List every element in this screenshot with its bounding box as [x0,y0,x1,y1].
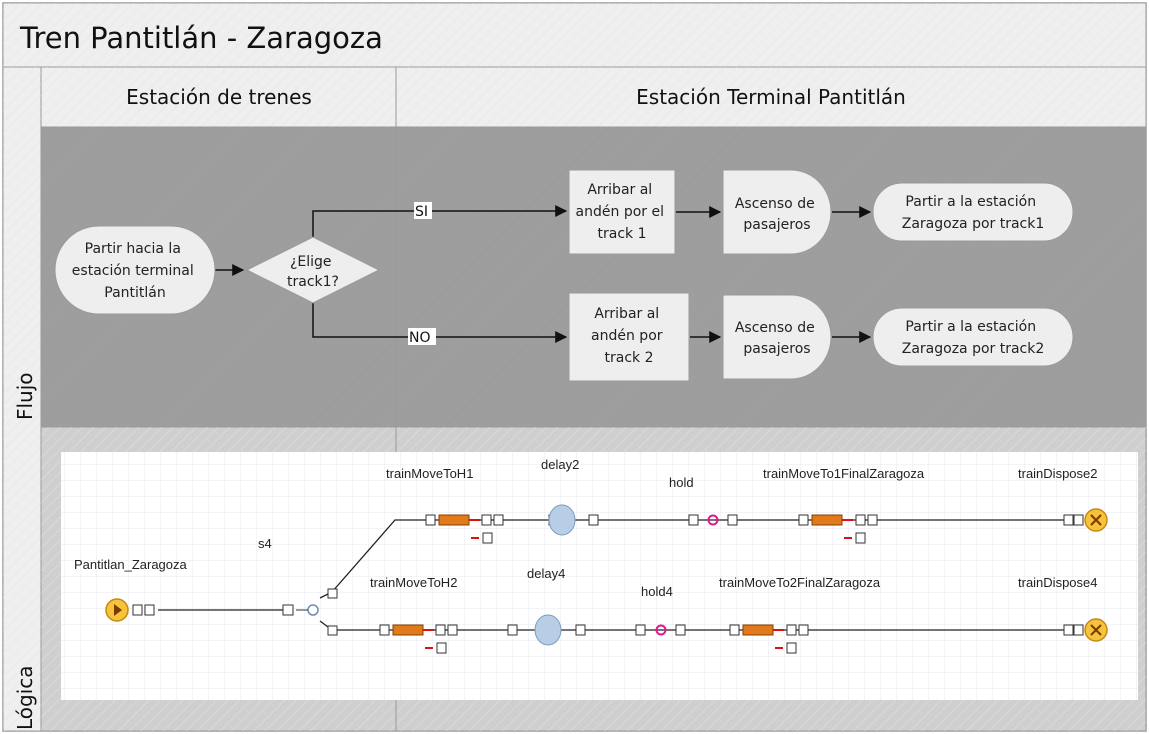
logic-top-delay-label: delay2 [541,457,579,472]
svg-text:Partir hacia la estación t: Partir hacia la estación terminal Pantit… [72,241,198,301]
logic-model: Pantitlan_Zaragoza s4 trainMoveToH1 dela… [61,452,1138,700]
logic-bottom-hold-block [635,624,686,636]
node-board1-line-1: Ascenso de [735,196,815,212]
node-board1 [722,169,832,255]
logic-top-move-label: trainMoveToH1 [386,466,473,481]
logic-top-dispose-block [1063,508,1108,532]
logic-bottom-final-label: trainMoveTo2FinalZaragoza [719,575,881,590]
logic-top-move-block [425,514,504,544]
node-arrive-track1-line-1: Arribar al [587,182,652,198]
node-decision-line-1: ¿Elige [290,254,332,270]
node-start [54,225,216,315]
edge-label-no: NO [409,330,431,346]
logic-bottom-delay-label: delay4 [527,566,565,581]
node-start-line-3: Pantitlán [104,285,165,301]
logic-top-dispose-label: trainDispose2 [1018,466,1098,481]
edge-yes [312,205,568,240]
svg-text:Arribar al andén por el: Arribar al andén por el track 1 [576,182,669,242]
row-label-logica: Lógica [13,665,37,730]
logic-bottom-final-block [729,624,809,654]
logic-bottom-dispose-block [1063,618,1108,642]
lane-header-estacion-trenes: Estación de trenes [126,85,312,109]
node-start-line-1: Partir hacia la [85,241,181,257]
node-arrive-track1 [568,169,676,255]
node-board2-line-1: Ascenso de [735,320,815,336]
node-depart1 [872,182,1074,242]
logic-bottom-move-label: trainMoveToH2 [370,575,457,590]
svg-text:¿Elige track1?: ¿Elige track1? [287,254,339,290]
node-depart2-line-2: Zaragoza por track2 [902,341,1045,357]
node-arrive-track2-line-2: andén por [591,328,663,344]
logic-top-hold-block [688,514,738,526]
logic-bottom-delay-block [507,614,586,646]
diagram-title: Tren Pantitlán - Zaragoza [19,21,383,55]
svg-text:Ascenso de pasajeros: Ascenso de pasajeros [735,320,819,357]
node-arrive-track2-line-1: Arribar al [594,306,659,322]
svg-text:Partir a la estación Zarag: Partir a la estación Zaragoza por track2 [902,319,1045,357]
logic-top-hold-label: hold [669,475,694,490]
edge-no [312,300,568,343]
lane-header-terminal-pantitlan: Estación Terminal Pantitlán [636,85,906,109]
logic-top-final-block [798,514,878,544]
svg-text:Arribar al andén por t: Arribar al andén por track 2 [591,306,667,366]
logic-top-final-label: trainMoveTo1FinalZaragoza [763,466,925,481]
node-depart2 [872,307,1074,367]
node-arrive-track2 [568,292,690,382]
logic-bottom-move-block [379,624,458,654]
node-depart1-line-1: Partir a la estación [905,194,1036,210]
node-arrive-track1-line-2: andén por el [576,204,664,220]
node-board2 [722,294,832,380]
node-start-line-2: estación terminal [72,263,194,279]
node-arrive-track2-line-3: track 2 [605,350,654,366]
node-depart1-line-2: Zaragoza por track1 [902,216,1045,232]
logic-selector-block [282,588,338,636]
node-depart2-line-1: Partir a la estación [905,319,1036,335]
logic-source-label: Pantitlan_Zaragoza [74,557,188,572]
row-label-flujo: Flujo [13,372,37,420]
edge-label-si: SI [415,204,428,220]
node-board1-line-2: pasajeros [743,217,810,233]
node-decision [245,236,381,304]
svg-text:Ascenso de pasajeros: Ascenso de pasajeros [735,196,819,233]
node-decision-line-2: track1? [287,274,339,290]
logic-bottom-dispose-label: trainDispose4 [1018,575,1098,590]
logic-selector-label: s4 [258,536,272,551]
node-board2-line-2: pasajeros [743,341,810,357]
svg-text:Partir a la estación Zarag: Partir a la estación Zaragoza por track1 [902,194,1045,232]
node-arrive-track1-line-3: track 1 [598,226,647,242]
logic-top-delay-block [548,504,599,536]
logic-bottom-hold-label: hold4 [641,584,673,599]
